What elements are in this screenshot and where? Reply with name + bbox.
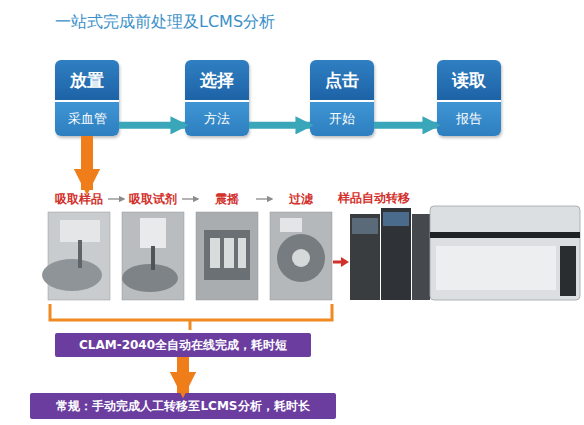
process-box: 点击开始	[310, 60, 374, 136]
group-bracket	[50, 304, 332, 330]
ms-stripe	[430, 232, 580, 238]
pipette-arm	[140, 218, 166, 248]
lc-module	[412, 214, 430, 300]
flow-arrow	[256, 198, 272, 199]
node-body: 开始	[310, 100, 374, 136]
node-heading: 放置	[55, 60, 119, 100]
flow-arrow	[182, 198, 198, 199]
tube	[238, 238, 246, 268]
step-label: 震摇	[198, 190, 256, 208]
step-label: 吸取试剂	[124, 190, 182, 208]
ms-panel	[436, 246, 556, 290]
node-heading: 读取	[437, 60, 501, 100]
flow-arrow	[119, 122, 185, 129]
node-heading: 过滤	[289, 191, 313, 208]
photo-frame	[196, 212, 258, 300]
node-heading: 震摇	[215, 191, 239, 208]
ms-body	[430, 206, 580, 300]
sampling-photo	[42, 212, 110, 300]
shaker-photo	[196, 212, 258, 300]
sampler-head	[60, 220, 100, 242]
process-box: 选择方法	[185, 60, 249, 136]
needle	[151, 246, 155, 270]
photo-frame	[270, 212, 332, 300]
flow-arrow	[177, 357, 189, 393]
annotation-label: 样品自动转移	[338, 190, 410, 207]
flow-arrow	[108, 198, 124, 199]
filter-cap	[280, 218, 302, 232]
filter-hub	[292, 249, 310, 267]
node-heading: 常规：手动完成人工转移至LCMS分析，耗时长	[56, 398, 309, 415]
lcms-instrument	[350, 206, 580, 300]
node-heading: 吸取样品	[55, 191, 103, 208]
transfer-arrow-head	[341, 257, 349, 267]
tube	[224, 238, 234, 268]
sample-tray	[42, 259, 102, 291]
node-heading: 点击	[310, 60, 374, 100]
lc-module	[350, 214, 380, 300]
summary-band: 常规：手动完成人工转移至LCMS分析，耗时长	[30, 393, 336, 419]
process-box: 放置采血管	[55, 60, 119, 136]
flow-arrow	[374, 122, 437, 129]
filter-wheel	[277, 234, 325, 282]
reagent-photo	[122, 212, 184, 300]
node-body: 采血管	[55, 100, 119, 136]
node-heading: CLAM-2040全自动在线完成，耗时短	[79, 337, 287, 354]
shaker-body	[204, 230, 250, 280]
flow-arrow	[81, 136, 93, 190]
photo-frame	[122, 212, 184, 300]
lc-panel	[383, 212, 409, 226]
tube	[210, 238, 220, 268]
node-body: 报告	[437, 100, 501, 136]
step-label: 吸取样品	[50, 190, 108, 208]
needle	[78, 240, 82, 268]
flow-arrow	[249, 122, 310, 129]
lc-panel	[352, 218, 378, 234]
diagram-title: 一站式完成前处理及LCMS分析	[55, 12, 275, 33]
step-label: 过滤	[272, 190, 330, 208]
process-box: 读取报告	[437, 60, 501, 136]
node-body: 方法	[185, 100, 249, 136]
reagent-tray	[122, 264, 178, 292]
node-heading: 选择	[185, 60, 249, 100]
lc-module	[381, 208, 411, 300]
node-heading: 吸取试剂	[129, 191, 177, 208]
summary-band: CLAM-2040全自动在线完成，耗时短	[55, 333, 311, 357]
filter-photo	[270, 212, 332, 300]
ms-side	[560, 246, 576, 296]
